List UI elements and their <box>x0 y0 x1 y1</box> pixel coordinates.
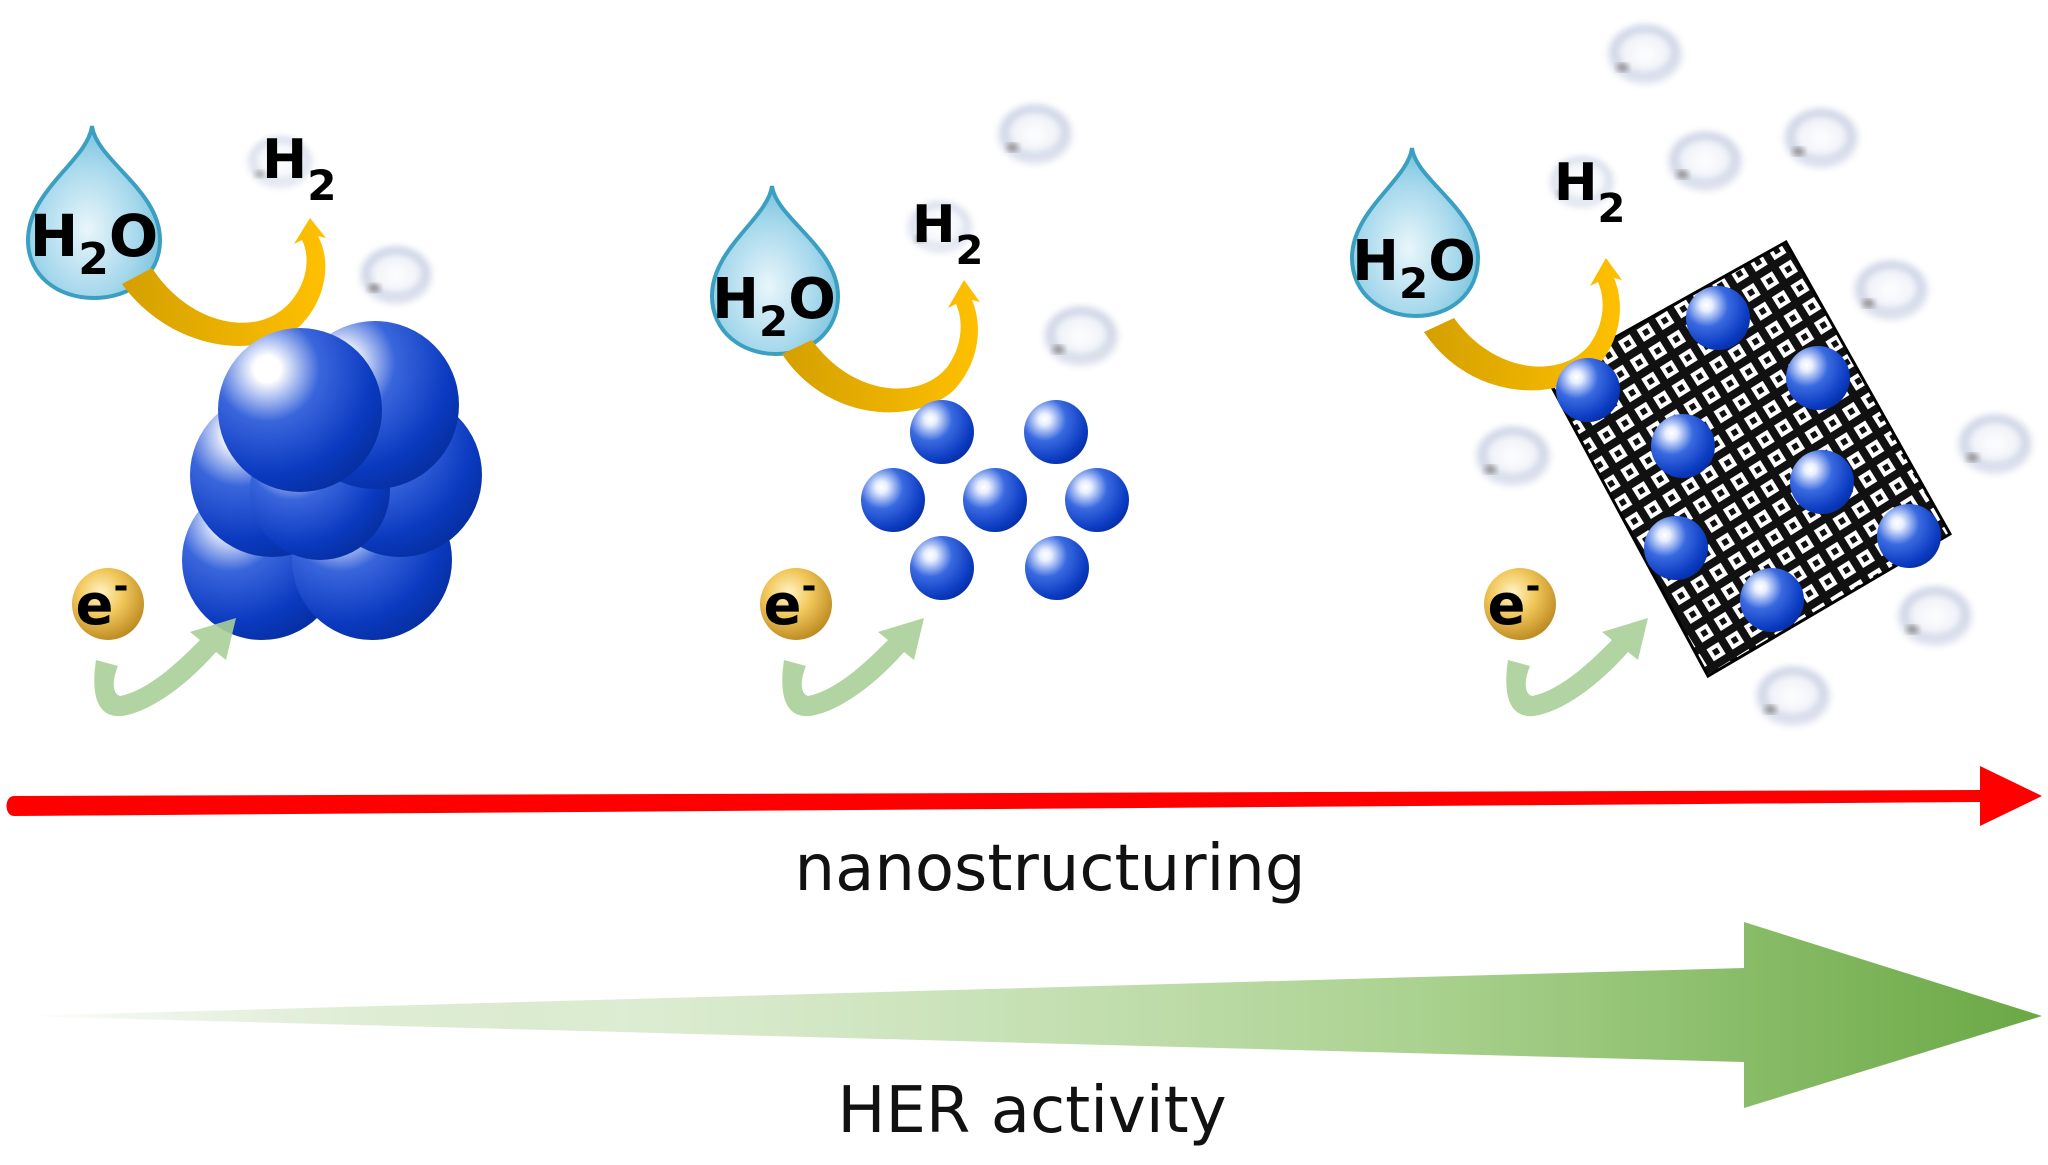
catalyst-particle <box>910 536 974 600</box>
her-activity-axis: HER activity <box>20 922 2042 1148</box>
panel-nanoparticles: H2O H2 e- <box>709 101 1129 717</box>
h2-bubble-icon <box>1753 663 1834 728</box>
electron-transfer-arrow-icon <box>1506 618 1648 717</box>
reactant-formula: H2O <box>1352 229 1476 308</box>
nanostructuring-arrow-icon <box>6 766 2042 826</box>
electron-icon <box>760 568 832 640</box>
h2-bubble-icon <box>1665 128 1746 193</box>
panel-bulk: H2O H2 e- <box>25 125 482 717</box>
electron-transfer-arrow-icon <box>94 618 236 717</box>
h2-bubble-icon <box>1895 583 1976 648</box>
reactant-formula: H2O <box>30 202 158 285</box>
electron-icon <box>72 568 144 640</box>
reaction-arrow-icon <box>782 280 980 413</box>
nanoparticle-array <box>861 400 1129 600</box>
catalyst-particle <box>218 328 382 492</box>
porous-support-substrate <box>1543 239 1953 679</box>
nanostructuring-axis: nanostructuring <box>6 766 2042 906</box>
her-activity-arrow-icon <box>20 922 2042 1108</box>
her-activity-label: HER activity <box>837 1074 1226 1148</box>
h2-bubble-icon <box>995 101 1076 166</box>
catalyst-particle <box>1644 516 1708 580</box>
h2-bubble-icon <box>1955 411 2036 476</box>
catalyst-particle <box>1651 414 1715 478</box>
electron-label: e- <box>1488 566 1541 638</box>
electron-label: e- <box>76 566 129 638</box>
water-droplet-icon <box>709 185 841 357</box>
catalyst-particle <box>1556 358 1620 422</box>
catalyst-particle <box>1877 504 1941 568</box>
h2-bubble-icon <box>357 243 436 306</box>
panel-supported: H2O H2 e- <box>1349 21 2036 728</box>
catalyst-particle <box>1686 286 1750 350</box>
water-droplet-icon <box>1349 147 1481 319</box>
supported-nanoparticles <box>1556 286 1941 632</box>
nanostructuring-label: nanostructuring <box>795 832 1306 906</box>
catalyst-particle <box>910 400 974 464</box>
product-formula: H2 <box>912 195 983 274</box>
catalyst-particle <box>1025 536 1089 600</box>
catalyst-particle <box>963 468 1027 532</box>
catalyst-particle <box>1065 468 1129 532</box>
electron-icon <box>1484 568 1556 640</box>
h2-bubble-icon <box>1473 423 1554 488</box>
catalyst-particle <box>1790 450 1854 514</box>
h2-bubble-icon <box>1605 21 1686 86</box>
h2-bubble-icon <box>1041 303 1122 368</box>
catalyst-particle <box>1024 400 1088 464</box>
h2-bubble-icon <box>1851 257 1932 322</box>
reaction-arrow-icon <box>1424 258 1622 391</box>
product-formula: H2 <box>262 128 336 210</box>
bulk-catalyst-cluster <box>182 321 482 640</box>
electron-label: e- <box>764 566 817 638</box>
reaction-arrow-icon <box>122 218 326 346</box>
product-formula: H2 <box>1554 153 1625 232</box>
reactant-formula: H2O <box>712 267 836 346</box>
catalyst-particle <box>861 468 925 532</box>
catalyst-particle <box>1740 568 1804 632</box>
catalyst-particle <box>1786 346 1850 410</box>
h2-bubble-icon <box>1781 105 1862 170</box>
water-droplet-icon <box>25 125 163 301</box>
electron-transfer-arrow-icon <box>782 618 924 717</box>
